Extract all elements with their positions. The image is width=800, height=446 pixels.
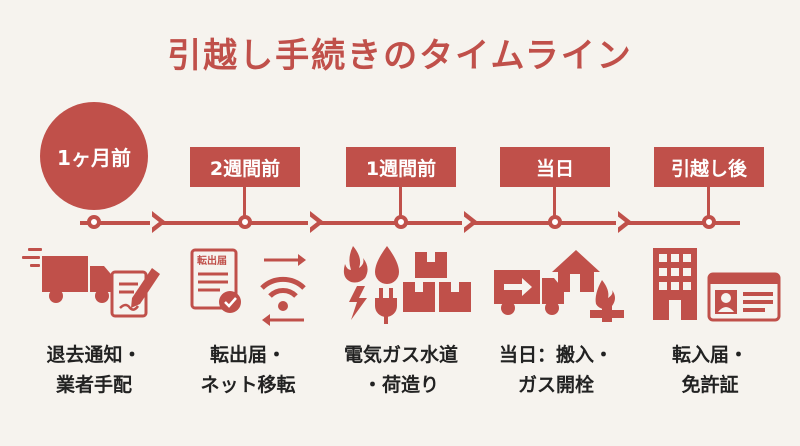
wifi-transfer-icon: [260, 254, 306, 326]
step-2-caption: 転出届・ ネット移転: [200, 344, 296, 396]
step-3-label: 1週間前: [346, 147, 456, 187]
step-5-label: 引越し後: [654, 147, 764, 187]
office-building-icon: [653, 248, 697, 320]
id-card-icon: [707, 272, 781, 322]
step-5-stem: [707, 187, 710, 220]
step-1-label: 1ヶ月前: [40, 102, 148, 210]
page-title: 引越し手続きのタイムライン: [167, 36, 633, 76]
step-4-icons: [490, 240, 640, 330]
step-2-stem: [243, 187, 246, 220]
timeline-arrow: [462, 211, 478, 233]
step-1-caption: 退去通知・ 業者手配: [46, 344, 142, 396]
timeline-dot-4: [548, 215, 562, 229]
contract-document-icon: [110, 268, 160, 318]
timeline-dot-3: [394, 215, 408, 229]
timeline-dot-1: [87, 215, 101, 229]
step-4-caption: 当日：搬入・ ガス開栓: [498, 344, 613, 396]
svg-text:転出届: 転出届: [197, 254, 227, 267]
step-4-stem: [553, 187, 556, 220]
step-1-icons: [20, 240, 170, 330]
boxes-icon: [403, 252, 471, 312]
step-3-caption: 電気ガス水道 ・荷造り: [343, 344, 458, 396]
timeline-arrow: [308, 211, 324, 233]
truck-house-icon: [494, 250, 600, 315]
timeline-line: [80, 221, 740, 225]
timeline-arrow: [150, 211, 166, 233]
timeline-dot-2: [238, 215, 252, 229]
step-5-caption: 転入届・ 免許証: [671, 344, 748, 396]
step-2-icons: 転出届: [180, 240, 330, 330]
step-3-stem: [399, 187, 402, 220]
utilities-icon: [343, 246, 399, 324]
timeline-arrow: [616, 211, 632, 233]
step-3-icons: [335, 240, 485, 330]
step-4-label: 当日: [500, 147, 610, 187]
gas-valve-icon: [590, 280, 624, 322]
step-5-icons: [645, 240, 795, 330]
timeline-dot-5: [702, 215, 716, 229]
moving-out-form-icon: 転出届: [190, 248, 241, 313]
step-2-label: 2週間前: [190, 147, 300, 187]
moving-truck-icon: [22, 248, 116, 303]
